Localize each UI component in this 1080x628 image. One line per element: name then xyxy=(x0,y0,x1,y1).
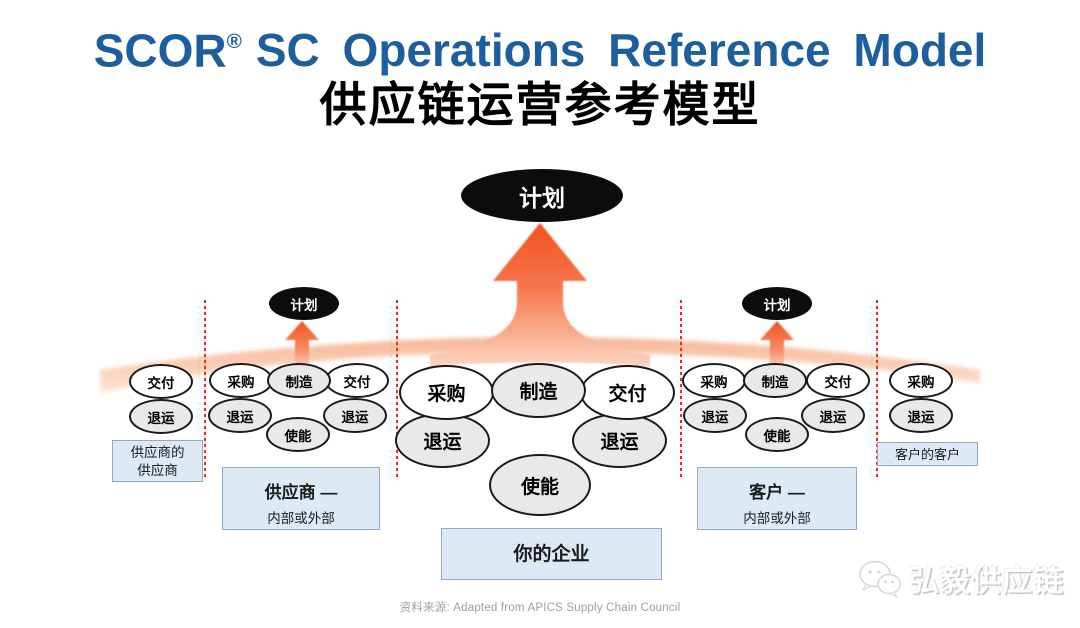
caption-customer-title: 客户 — xyxy=(749,483,805,502)
plan-arrow-center xyxy=(430,223,650,367)
caption-line-1: 供应商的 xyxy=(130,445,185,460)
ellipse-company-deliver: 交付 xyxy=(580,365,675,420)
caption-supplier-sub: 内部或外部 xyxy=(267,511,335,526)
ellipse-customer-source: 采购 xyxy=(682,363,746,398)
caption-customer: 客户 — 内部或外部 xyxy=(697,467,857,530)
ellipse-company-return-1: 退运 xyxy=(395,413,490,468)
page-title: SCOR® SC Operations Reference Model xyxy=(0,18,1080,76)
ellipse-customer-deliver: 交付 xyxy=(806,363,870,398)
ellipse-supplier-deliver: 交付 xyxy=(325,363,389,398)
caption-supplier: 供应商 — 内部或外部 xyxy=(222,467,380,530)
brand-watermark: 弘毅供应链 xyxy=(856,556,1064,600)
caption-customer-sub: 内部或外部 xyxy=(743,511,811,526)
ellipse-customer-make: 制造 xyxy=(743,363,807,398)
ellipse-customer-return-2: 退运 xyxy=(801,398,865,433)
ellipse-supplier-return-2: 退运 xyxy=(323,398,387,433)
title-rest: SC Operations Reference Model xyxy=(255,24,987,77)
ellipse-farright-source: 采购 xyxy=(889,363,953,398)
title-brand: SCOR xyxy=(93,24,227,77)
ellipse-supplier-return-1: 退运 xyxy=(208,398,272,433)
plan-ellipse-supplier: 计划 xyxy=(269,287,339,320)
ellipse-supplier-make: 制造 xyxy=(267,363,331,398)
brand-name: 弘毅供应链 xyxy=(909,565,1064,598)
caption-line-2: 供应商 xyxy=(137,463,178,478)
caption-supplier-title: 供应商 — xyxy=(264,483,338,502)
caption-your-company: 你的企业 xyxy=(441,528,662,580)
plan-arrow-left xyxy=(285,321,319,372)
plan-arrow-right xyxy=(760,321,794,372)
caption-suppliers-supplier: 供应商的 供应商 xyxy=(112,440,203,482)
plan-ellipse-top: 计划 xyxy=(461,169,623,222)
caption-customers-customer: 客户的客户 xyxy=(877,442,978,466)
ellipse-company-enable: 使能 xyxy=(489,454,591,516)
ellipse-company-make: 制造 xyxy=(491,363,586,418)
ellipse-customer-enable: 使能 xyxy=(745,417,809,452)
ellipse-customer-return-1: 退运 xyxy=(683,398,747,433)
source-note: 资料来源: Adapted from APICS Supply Chain Co… xyxy=(399,602,681,614)
ellipse-farright-return: 退运 xyxy=(889,398,953,433)
flow-band xyxy=(100,337,980,393)
ellipse-farleft-deliver: 交付 xyxy=(129,364,193,399)
ellipse-farleft-return: 退运 xyxy=(129,399,193,434)
plan-ellipse-customer: 计划 xyxy=(742,287,812,320)
wechat-icon xyxy=(859,560,901,599)
ellipse-company-source: 采购 xyxy=(399,365,494,420)
ellipse-supplier-enable: 使能 xyxy=(266,417,330,452)
registered-mark: ® xyxy=(226,30,242,53)
ellipse-company-return-2: 退运 xyxy=(572,413,667,468)
page-subtitle: 供应链运营参考模型 xyxy=(319,78,761,131)
ellipse-supplier-source: 采购 xyxy=(209,363,273,398)
